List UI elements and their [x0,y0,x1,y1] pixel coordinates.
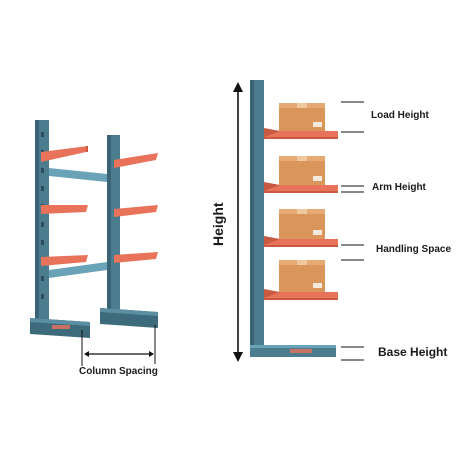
back-arms [114,153,158,263]
rack-side-view [233,80,364,362]
base-height-label: Base Height [378,345,448,359]
side-arms [264,128,338,300]
arm-height-label: Arm Height [372,182,426,193]
column-spacing-label: Column Spacing [79,366,158,377]
box [279,103,325,131]
rack-perspective [30,120,158,366]
boxes [279,103,325,292]
box [279,260,325,292]
box [279,156,325,185]
box [279,209,325,239]
front-arms [41,146,88,266]
dimension-ticks [341,101,364,361]
handling-space-label: Handling Space [376,244,452,255]
load-height-label: Load Height [371,110,429,121]
lower-brace [49,262,107,278]
upper-brace [49,168,107,182]
height-label: Height [210,202,226,246]
